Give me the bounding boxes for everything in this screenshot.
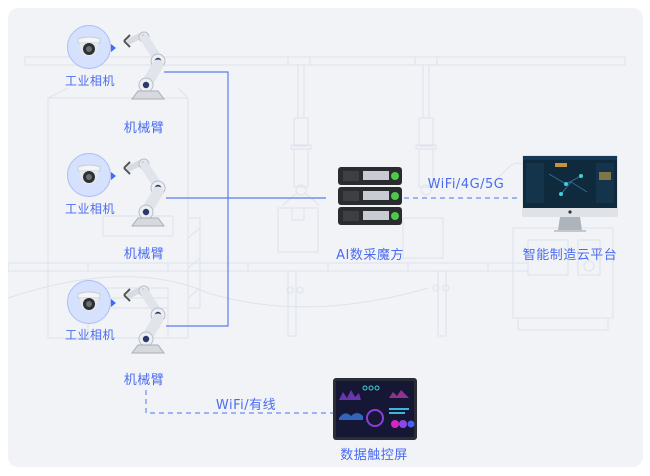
server-node[interactable] bbox=[336, 166, 404, 228]
edge-label-arm-touchscreen: WiFi/有线 bbox=[215, 398, 277, 413]
camera-link-arrow-icon bbox=[111, 44, 116, 52]
camera-link-arrow-icon bbox=[111, 299, 116, 307]
robot-arm-node-2[interactable] bbox=[118, 154, 174, 234]
cloud-platform-label: 智能制造云平台 bbox=[522, 248, 618, 263]
camera-label: 工业相机 bbox=[64, 328, 115, 342]
robot-arm-icon bbox=[123, 158, 166, 227]
robot-arm-icon bbox=[123, 31, 166, 100]
robot-arm-label: 机械臂 bbox=[123, 373, 165, 388]
dome-camera-icon bbox=[77, 36, 101, 56]
dome-camera-icon bbox=[77, 164, 101, 184]
camera-label: 工业相机 bbox=[64, 202, 115, 216]
diagram-panel: 工业相机 机械臂 工业相机 bbox=[8, 8, 643, 467]
robot-arm-node-3[interactable] bbox=[118, 281, 174, 361]
edge-label-server-cloud: WiFi/4G/5G bbox=[427, 177, 505, 192]
camera-node-2[interactable] bbox=[67, 153, 116, 197]
server-label: AI数采魔方 bbox=[336, 248, 404, 263]
robot-arm-node-1[interactable] bbox=[118, 27, 174, 107]
robot-arm-icon bbox=[123, 285, 166, 354]
tablet-dashboard-icon bbox=[333, 378, 417, 440]
camera-link-arrow-icon bbox=[111, 172, 116, 180]
camera-node-3[interactable] bbox=[67, 280, 116, 324]
robot-arm-label: 机械臂 bbox=[123, 121, 165, 136]
arm-to-touchscreen-dashed-line bbox=[145, 390, 333, 414]
connection-lines bbox=[145, 71, 521, 414]
monitor-dashboard-icon bbox=[522, 155, 618, 232]
touchscreen-label: 数据触控屏 bbox=[340, 448, 408, 463]
touchscreen-node[interactable] bbox=[333, 378, 417, 440]
arms-bus-line bbox=[164, 71, 229, 327]
server-rack-icon bbox=[338, 167, 402, 225]
camera-node-1[interactable] bbox=[67, 25, 116, 69]
robot-arm-label: 机械臂 bbox=[123, 247, 165, 262]
dome-camera-icon bbox=[77, 291, 101, 311]
camera-label: 工业相机 bbox=[64, 74, 115, 88]
cloud-platform-node[interactable] bbox=[521, 154, 619, 234]
